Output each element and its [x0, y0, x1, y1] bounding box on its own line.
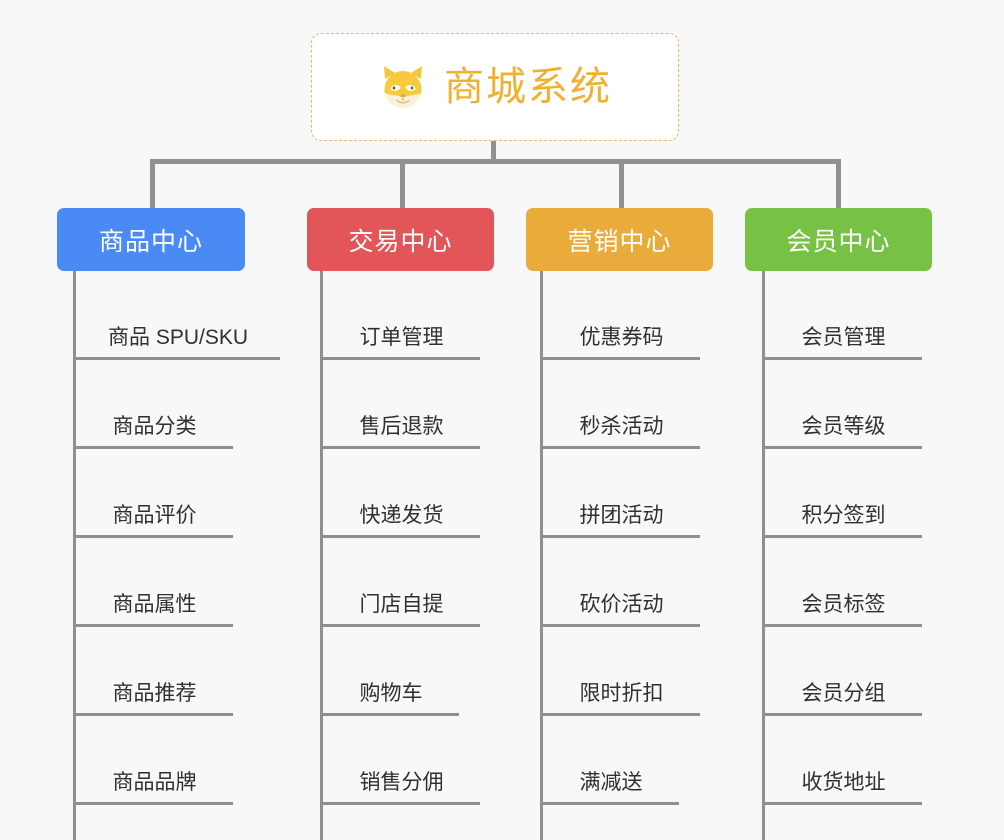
leaf-item[interactable]: 收货地址: [765, 716, 922, 805]
leaf-item[interactable]: 拼团活动: [543, 449, 700, 538]
leaf-item[interactable]: 满减送: [543, 716, 679, 805]
leaf-label: 会员管理: [801, 325, 886, 349]
leaf-item[interactable]: 商品品牌: [76, 716, 233, 805]
category-label: 交易中心: [348, 227, 453, 256]
leaf-item[interactable]: 商品 SPU/SKU: [76, 271, 280, 360]
leaf-label: 积分签到: [801, 503, 886, 527]
leaf-label: 满减送: [579, 770, 643, 794]
leaf-item[interactable]: 购物车: [323, 627, 459, 716]
leaf-item[interactable]: 会员分组: [765, 627, 922, 716]
shiba-dog-face-icon: [384, 66, 422, 108]
connector-drop-3: [619, 159, 624, 209]
leaf-item[interactable]: 限时折扣: [543, 627, 700, 716]
leaf-stem: [73, 271, 76, 840]
root-title: 商城系统: [444, 65, 612, 109]
leaf-label: 优惠券码: [579, 325, 664, 349]
leaf-item[interactable]: 会员标签: [765, 538, 922, 627]
leaf-item[interactable]: 商品属性: [76, 538, 233, 627]
leaf-label: 售后退款: [359, 414, 444, 438]
leaf-item[interactable]: 订单管理: [323, 271, 480, 360]
leaf-label: 商品分类: [112, 414, 197, 438]
leaf-item[interactable]: 门店自提: [323, 538, 480, 627]
leaf-label: 会员分组: [801, 681, 886, 705]
leaf-item[interactable]: 优惠券码: [543, 271, 700, 360]
root-node-商城系统[interactable]: 商城系统: [311, 33, 679, 141]
leaf-item[interactable]: 商品推荐: [76, 627, 233, 716]
leaf-label: 会员等级: [801, 414, 886, 438]
leaf-item[interactable]: 商品分类: [76, 360, 233, 449]
leaf-label: 拼团活动: [579, 503, 664, 527]
connector-drop-1: [150, 159, 155, 209]
leaf-label: 销售分佣: [359, 770, 444, 794]
leaf-item[interactable]: 会员管理: [765, 271, 922, 360]
leaf-label: 砍价活动: [579, 592, 664, 616]
connector-drop-4: [836, 159, 841, 209]
leaf-label: 秒杀活动: [579, 414, 664, 438]
leaf-item[interactable]: 售后退款: [323, 360, 480, 449]
leaf-label: 商品评价: [112, 503, 197, 527]
leaf-label: 订单管理: [359, 325, 444, 349]
leaf-label: 会员标签: [801, 592, 886, 616]
leaf-label: 商品推荐: [112, 681, 197, 705]
leaf-label: 商品 SPU/SKU: [107, 325, 249, 349]
category-label: 商品中心: [98, 227, 203, 256]
category-box-会员中心[interactable]: 会员中心: [745, 208, 932, 271]
category-label: 营销中心: [567, 227, 672, 256]
leaf-label: 收货地址: [801, 770, 886, 794]
leaf-label: 购物车: [359, 681, 423, 705]
leaf-item[interactable]: 销售分佣: [323, 716, 480, 805]
category-box-营销中心[interactable]: 营销中心: [526, 208, 713, 271]
leaf-item[interactable]: 快递发货: [323, 449, 480, 538]
leaf-label: 商品品牌: [112, 770, 197, 794]
category-label: 会员中心: [786, 227, 891, 256]
leaf-item[interactable]: 秒杀活动: [543, 360, 700, 449]
leaf-label: 门店自提: [359, 592, 444, 616]
leaf-item[interactable]: 砍价活动: [543, 538, 700, 627]
leaf-label: 快递发货: [359, 503, 444, 527]
leaf-item[interactable]: 会员等级: [765, 360, 922, 449]
category-box-交易中心[interactable]: 交易中心: [307, 208, 494, 271]
category-box-商品中心[interactable]: 商品中心: [57, 208, 245, 271]
connector-horizontal-bus: [150, 159, 841, 164]
leaf-item[interactable]: 商品评价: [76, 449, 233, 538]
leaf-stem: [320, 271, 323, 840]
leaf-stem: [540, 271, 543, 840]
connector-root-stem: [491, 141, 496, 163]
leaf-label: 限时折扣: [579, 681, 664, 705]
connector-drop-2: [400, 159, 405, 209]
leaf-label: 商品属性: [112, 592, 197, 616]
leaf-stem: [762, 271, 765, 840]
leaf-item[interactable]: 积分签到: [765, 449, 922, 538]
